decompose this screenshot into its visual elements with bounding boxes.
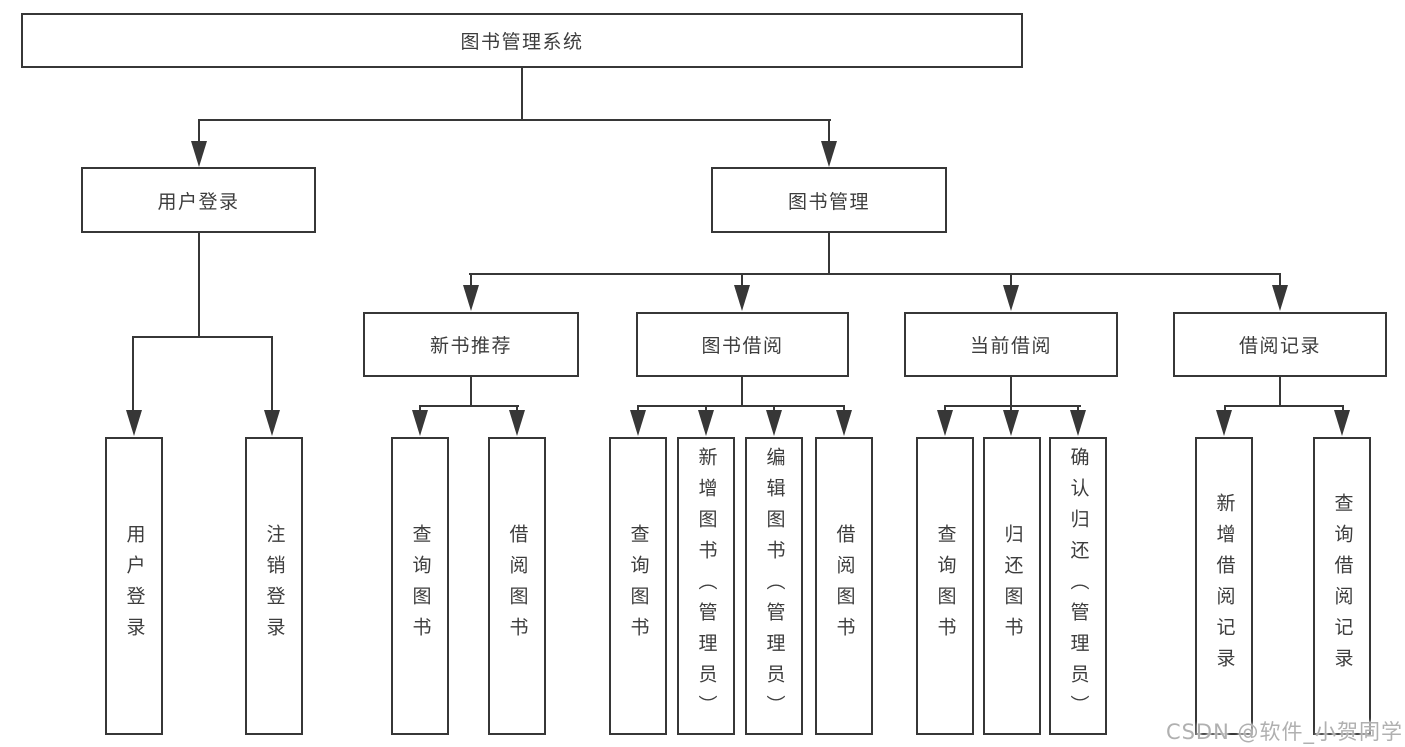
connector-line <box>198 233 200 337</box>
arrow-down-icon <box>412 410 428 436</box>
leaf-label: 查询图书 <box>409 524 432 648</box>
arrow-down-icon <box>463 285 479 311</box>
leaf-label: 新增图书（管理员） <box>695 446 718 726</box>
leaf-label: 归还图书 <box>1001 524 1024 648</box>
arrow-down-icon <box>1216 410 1232 436</box>
connector-line <box>1342 405 1344 413</box>
leaf-confirm-return-admin: 确认归还（管理员） <box>1049 437 1107 735</box>
node-label: 新书推荐 <box>429 335 512 357</box>
leaf-label: 用户登录 <box>123 524 146 648</box>
node-label: 用户登录 <box>157 190 240 213</box>
connector-line <box>419 405 519 407</box>
node-current-borrow: 当前借阅 <box>904 312 1118 377</box>
node-label: 图书借阅 <box>701 335 784 357</box>
leaf-current-query-book: 查询图书 <box>916 437 974 735</box>
arrow-down-icon <box>191 141 207 167</box>
connector-line <box>470 273 472 287</box>
connector-line <box>637 405 845 407</box>
arrow-down-icon <box>509 410 525 436</box>
arrow-down-icon <box>821 141 837 167</box>
leaf-newbook-borrow-book: 借阅图书 <box>488 437 546 735</box>
connector-line <box>944 405 1081 407</box>
node-book-management: 图书管理 <box>711 167 947 233</box>
connector-line <box>469 273 1281 275</box>
leaf-label: 编辑图书（管理员） <box>763 446 786 726</box>
connector-line <box>1224 405 1344 407</box>
connector-line <box>132 336 273 338</box>
connector-line <box>521 68 523 120</box>
node-label: 图书管理系统 <box>460 31 584 53</box>
connector-line <box>1010 377 1012 406</box>
arrow-down-icon <box>630 410 646 436</box>
leaf-label: 注销登录 <box>263 524 286 648</box>
arrow-down-icon <box>766 410 782 436</box>
arrow-down-icon <box>1003 410 1019 436</box>
connector-line <box>705 405 707 413</box>
leaf-label: 确认归还（管理员） <box>1067 446 1090 726</box>
connector-line <box>828 119 830 147</box>
connector-line <box>1279 377 1281 406</box>
connector-line <box>741 273 743 287</box>
leaf-label: 查询图书 <box>627 524 650 648</box>
leaf-add-book-admin: 新增图书（管理员） <box>677 437 735 735</box>
leaf-edit-book-admin: 编辑图书（管理员） <box>745 437 803 735</box>
leaf-add-borrow-record: 新增借阅记录 <box>1195 437 1253 735</box>
arrow-down-icon <box>836 410 852 436</box>
node-user-login: 用户登录 <box>81 167 316 233</box>
arrow-down-icon <box>1070 410 1086 436</box>
connector-line <box>944 405 946 413</box>
node-book-borrow: 图书借阅 <box>636 312 849 377</box>
node-library-system: 图书管理系统 <box>21 13 1023 68</box>
arrow-down-icon <box>264 410 280 436</box>
connector-line <box>1224 405 1226 413</box>
csdn-watermark: CSDN @软件_小贺同学 <box>1165 720 1403 744</box>
node-label: 图书管理 <box>787 190 870 213</box>
node-label: 当前借阅 <box>969 335 1052 357</box>
node-borrow-record: 借阅记录 <box>1173 312 1387 377</box>
leaf-query-borrow-record: 查询借阅记录 <box>1313 437 1371 735</box>
leaf-user-login: 用户登录 <box>105 437 163 735</box>
connector-line <box>828 233 830 274</box>
arrow-down-icon <box>734 285 750 311</box>
connector-line <box>1077 405 1079 413</box>
arrow-down-icon <box>698 410 714 436</box>
connector-line <box>198 119 200 147</box>
leaf-label: 查询借阅记录 <box>1331 493 1354 679</box>
connector-line <box>741 377 743 406</box>
connector-line <box>470 377 472 406</box>
connector-line <box>419 405 421 413</box>
leaf-label: 查询图书 <box>934 524 957 648</box>
connector-line <box>1010 405 1012 413</box>
connector-line <box>516 405 518 413</box>
connector-line <box>132 336 134 412</box>
leaf-return-book: 归还图书 <box>983 437 1041 735</box>
arrow-down-icon <box>126 410 142 436</box>
leaf-borrow-book: 借阅图书 <box>815 437 873 735</box>
leaf-label: 借阅图书 <box>506 524 529 648</box>
leaf-label: 新增借阅记录 <box>1213 493 1236 679</box>
leaf-newbook-query-book: 查询图书 <box>391 437 449 735</box>
connector-line <box>843 405 845 413</box>
leaf-logout: 注销登录 <box>245 437 303 735</box>
arrow-down-icon <box>1272 285 1288 311</box>
arrow-down-icon <box>937 410 953 436</box>
node-new-book-recommend: 新书推荐 <box>363 312 579 377</box>
connector-line <box>1010 273 1012 287</box>
connector-line <box>198 119 831 121</box>
arrow-down-icon <box>1334 410 1350 436</box>
connector-line <box>271 336 273 412</box>
leaf-borrow-query-book: 查询图书 <box>609 437 667 735</box>
connector-line <box>773 405 775 413</box>
connector-line <box>1279 273 1281 287</box>
leaf-label: 借阅图书 <box>833 524 856 648</box>
arrow-down-icon <box>1003 285 1019 311</box>
node-label: 借阅记录 <box>1238 335 1321 357</box>
connector-line <box>637 405 639 413</box>
